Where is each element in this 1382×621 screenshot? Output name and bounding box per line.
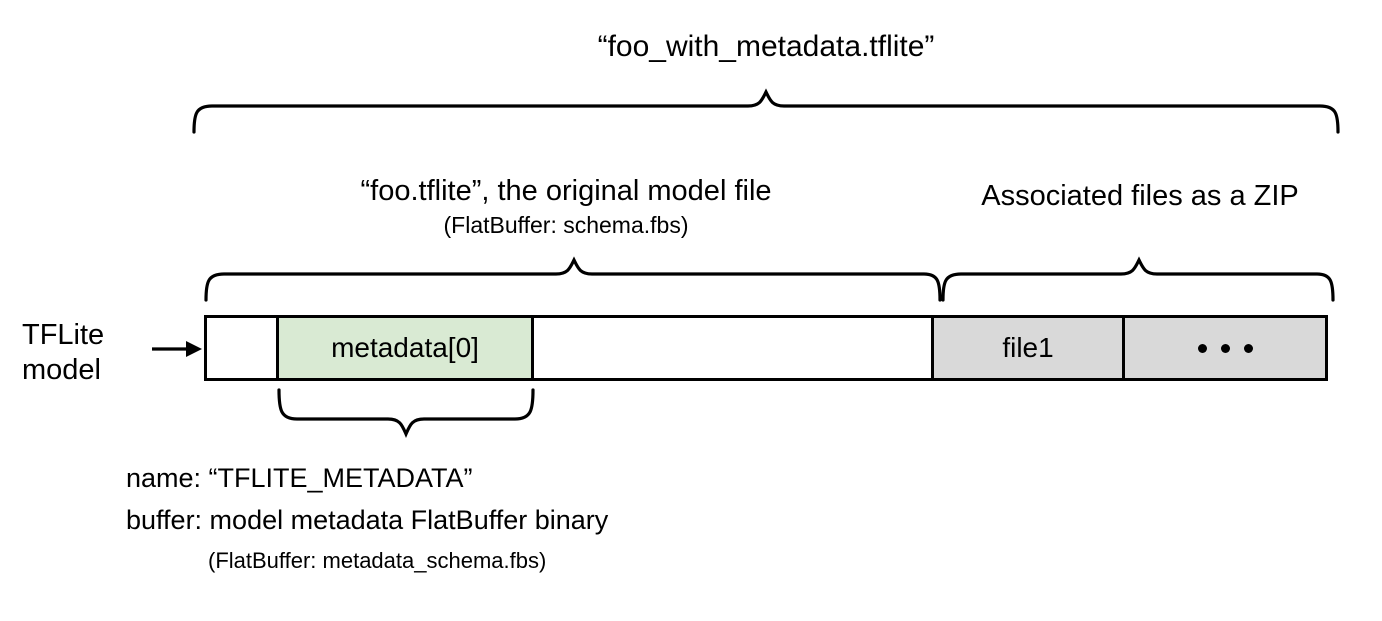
brace-model-file: [204, 256, 942, 302]
diagram-title: “foo_with_metadata.tflite”: [597, 30, 935, 63]
brace-whole-file: [192, 88, 1340, 134]
metadata-note-name: name: “TFLITE_METADATA”: [126, 463, 473, 493]
tflite-model-label-line1: TFLite: [22, 319, 105, 351]
brace-associated-files: [941, 256, 1335, 302]
section-model-file-label-group: “foo.tflite”, the original model file (F…: [276, 175, 856, 239]
bar-segment-leading-bytes: [207, 318, 279, 378]
section-associated-files-label: Associated files as a ZIP: [981, 180, 1299, 212]
bar-segment-file1: file1: [934, 318, 1125, 378]
section-model-file-sublabel: (FlatBuffer: schema.fbs): [443, 212, 689, 238]
metadata-note-schema: (FlatBuffer: metadata_schema.fbs): [208, 548, 547, 573]
tflite-model-bar: metadata[0] file1: [204, 315, 1328, 381]
tflite-model-label-line2: model: [22, 354, 101, 387]
brace-metadata-detail: [277, 388, 535, 438]
right-arrow-icon: [152, 341, 202, 357]
section-model-file-label: “foo.tflite”, the original model file: [360, 175, 772, 207]
tflite-model-label: TFLite model: [22, 318, 162, 389]
bar-segment-metadata-0: metadata[0]: [279, 318, 534, 378]
bar-segment-model-body: [534, 318, 934, 378]
bar-segment-more-files: [1125, 318, 1325, 378]
ellipsis-icon: [1197, 343, 1253, 353]
metadata-note-buffer: buffer: model metadata FlatBuffer binary: [126, 505, 609, 535]
